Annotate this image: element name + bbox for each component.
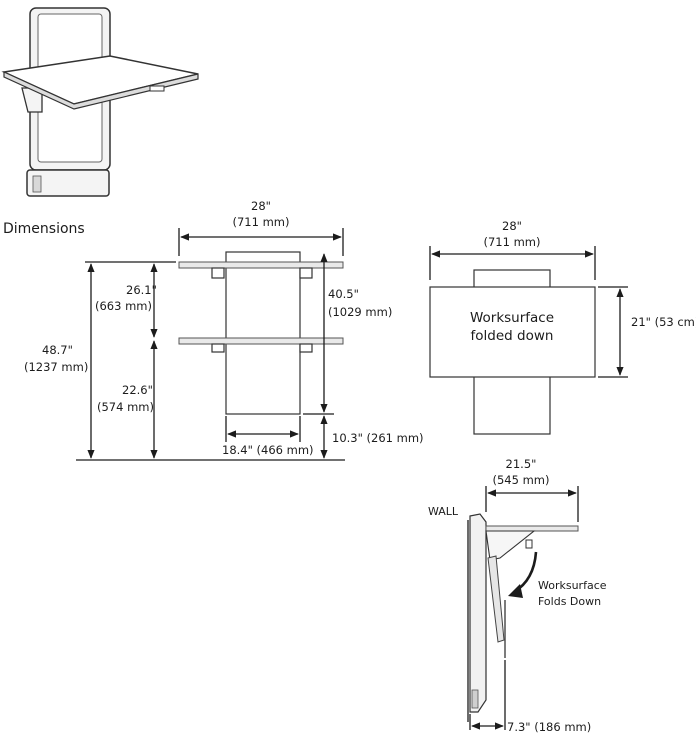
folded-label-line2: folded down [471,328,554,344]
front-floor-gap: 10.3" (261 mm) [332,431,424,445]
front-lower-surface [178,337,344,345]
section-heading: Dimensions [3,221,85,237]
side-fold-arrowhead [508,584,523,598]
front-bracket-right [299,267,313,279]
front-lower-bracket-left [211,343,225,353]
front-lower-bracket-right [299,343,313,353]
folded-depth: 21" (53 cm) [631,315,696,329]
front-width-mm: (711 mm) [233,215,290,229]
side-folded-surface [487,555,505,643]
side-bottom-depth: 7.3" (186 mm) [507,720,591,734]
side-note-line2: Folds Down [538,595,601,608]
side-view: WALL Worksurface Folds Down 21.5" (545 m… [428,457,607,734]
front-view: 28" (711 mm) 48.7" (1237 mm) 26.1" (663 … [24,199,424,461]
side-wall-label: WALL [428,505,459,518]
side-mount-foot [471,689,479,709]
side-depth-mm: (545 mm) [493,473,550,487]
front-panel-width: 18.4" (466 mm) [222,443,314,457]
illustration-base [26,169,110,197]
side-support-knob [525,539,533,549]
illustration-latch [149,85,165,92]
illustration-worksurface-edge [3,71,199,110]
folded-worksurface [429,286,596,378]
front-overall-height-mm: (1237 mm) [24,360,88,374]
illustration-base-slot [32,175,42,193]
side-depth-in: 21.5" [506,457,537,471]
side-mount-body [469,513,487,713]
front-upper-height-mm: (663 mm) [95,299,152,313]
folded-label-line1: Worksurface [470,310,554,326]
front-bracket-left [211,267,225,279]
product-illustration [1,7,199,197]
front-upper-surface [178,261,344,269]
folded-width-mm: (711 mm) [484,235,541,249]
front-lower-height-in: 22.6" [122,383,153,397]
side-fold-arrow [513,551,538,594]
front-panel-height-mm: (1029 mm) [328,305,392,319]
front-back-panel [225,251,301,415]
front-upper-height-in: 26.1" [126,283,157,297]
folded-width-in: 28" [502,219,522,233]
side-worksurface [485,525,579,532]
front-lower-height-mm: (574 mm) [97,400,154,414]
side-support-bracket [485,530,536,561]
folded-view: Worksurface folded down 28" (711 mm) 21"… [429,219,696,435]
front-overall-height-in: 48.7" [42,343,73,357]
front-width-in: 28" [251,199,271,213]
front-panel-height-in: 40.5" [328,287,359,301]
side-note-line1: Worksurface [538,579,607,592]
